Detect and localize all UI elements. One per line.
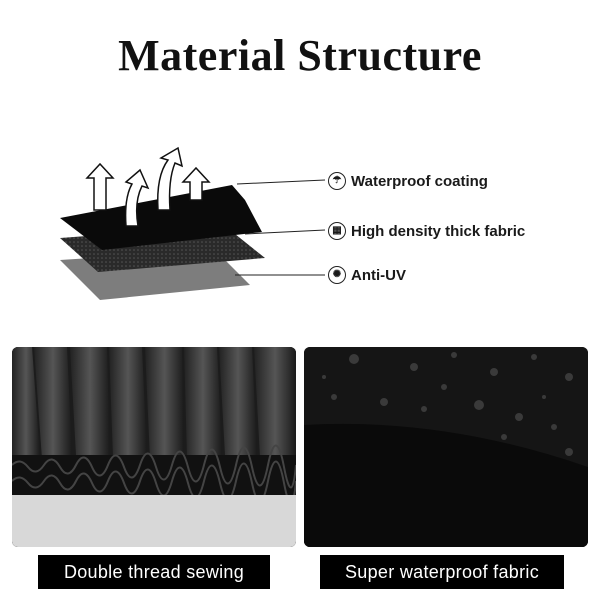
layer-label: High density thick fabric bbox=[351, 222, 526, 240]
page-title: Material Structure bbox=[118, 31, 482, 80]
layer-callout-coating: ☂ Waterproof coating bbox=[328, 172, 488, 190]
caption-double-thread-sewing: Double thread sewing bbox=[38, 555, 270, 589]
elastic-hem-photo bbox=[12, 347, 296, 547]
sun-icon: ✺ bbox=[328, 266, 346, 284]
breathable-arrows bbox=[85, 146, 211, 227]
callout-line-coating bbox=[236, 179, 326, 185]
mesh-icon: ▦ bbox=[328, 222, 346, 240]
rain-drops-icon: ☂ bbox=[328, 172, 346, 190]
layer-label: Waterproof coating bbox=[351, 172, 488, 190]
layer-callout-fabric: ▦ High density thick fabric bbox=[328, 222, 525, 240]
callout-line-fabric bbox=[244, 229, 326, 235]
fabric-layers-diagram bbox=[60, 146, 326, 300]
water-droplets-photo bbox=[304, 347, 588, 547]
coating-layer bbox=[60, 185, 262, 250]
caption-super-waterproof-fabric: Super waterproof fabric bbox=[320, 555, 564, 589]
layer-label: Anti-UV bbox=[351, 266, 406, 284]
layer-callout-uv: ✺ Anti-UV bbox=[328, 266, 406, 284]
